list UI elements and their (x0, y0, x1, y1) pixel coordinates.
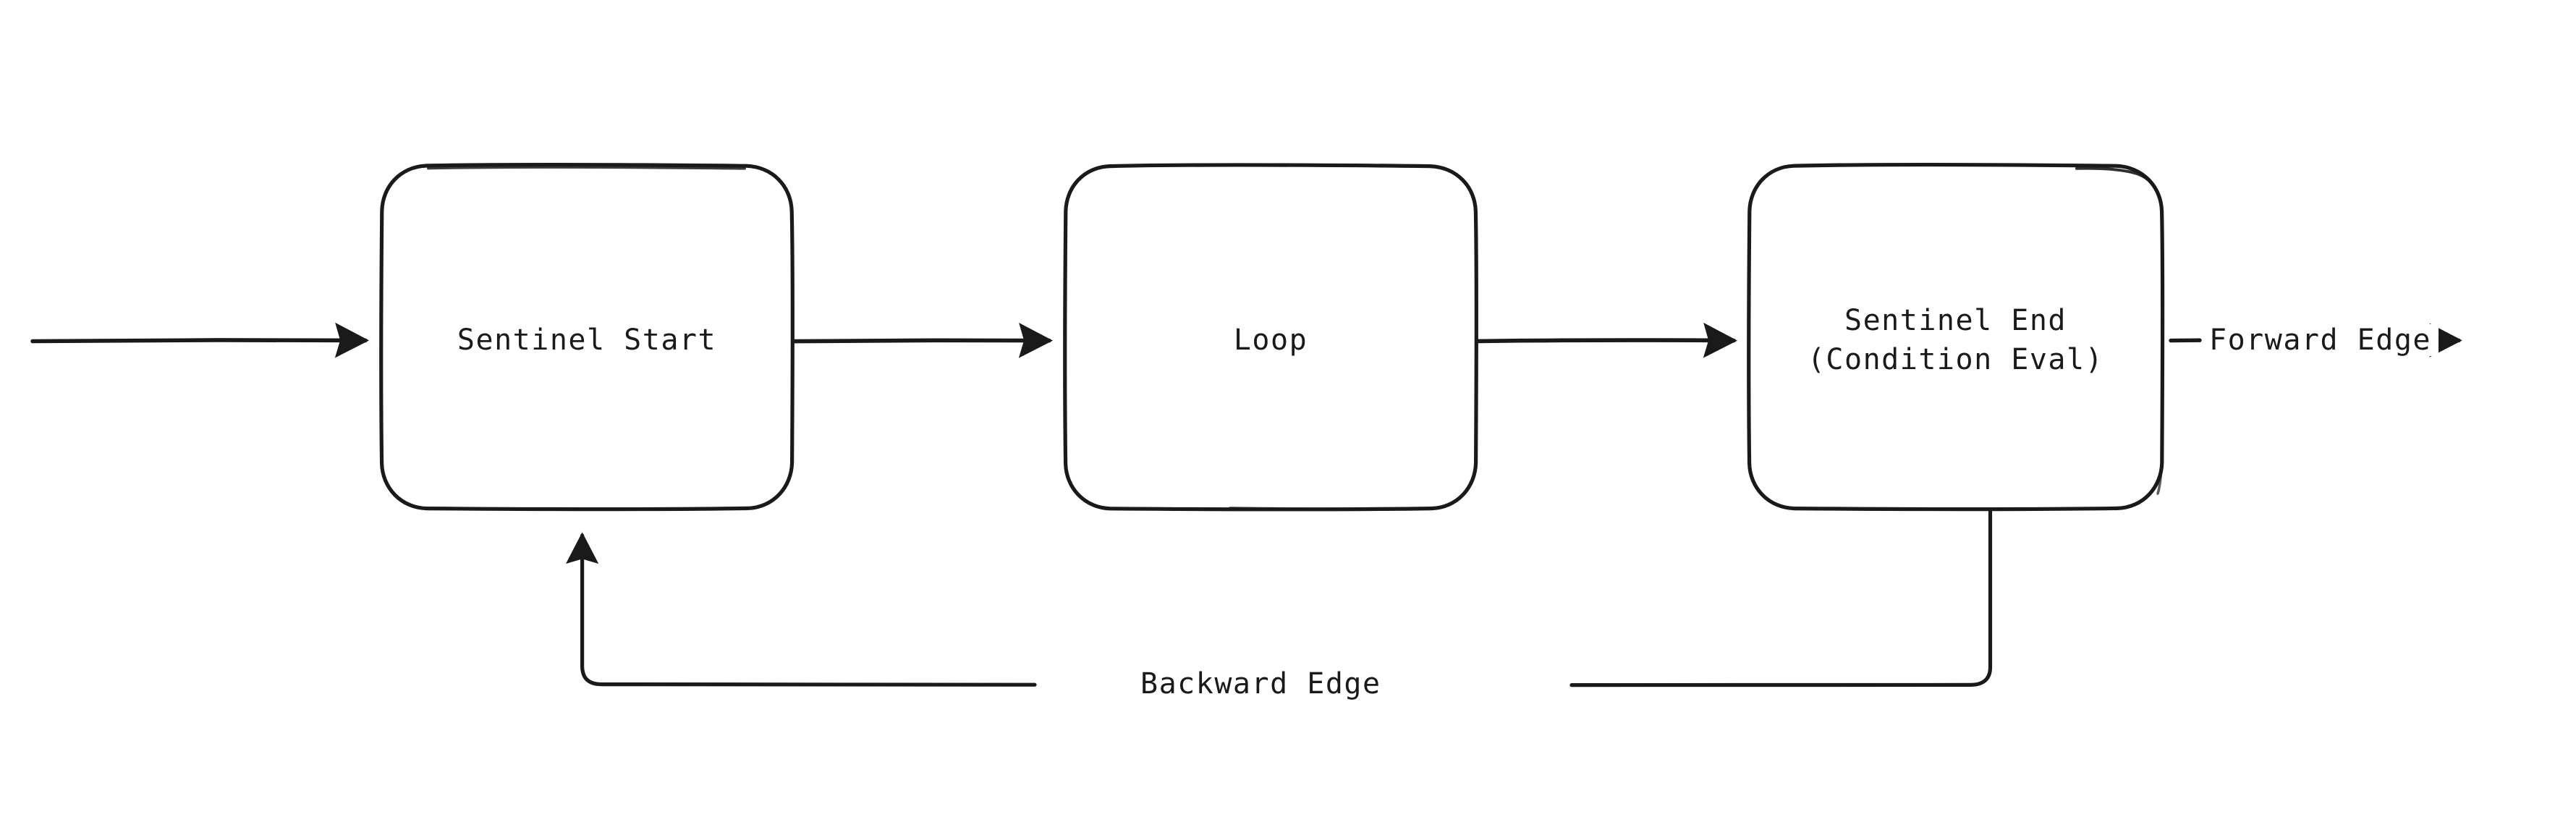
edge-backward-left-segment (565, 532, 1037, 687)
node-sentinel-start-shape (379, 162, 795, 512)
node-loop-shape (1063, 163, 1479, 512)
edge-entry-arrow (30, 322, 370, 358)
edge-label-backward-edge: Backward Edge (1133, 668, 1389, 700)
edge-loop-to-end-arrow (1476, 322, 1738, 358)
edge-backward-right-segment (1569, 508, 1993, 688)
edge-start-to-loop-arrow (792, 323, 1054, 358)
edge-label-forward-edge: Forward Edge (2202, 324, 2439, 356)
node-sentinel-end-shape (1747, 162, 2165, 512)
